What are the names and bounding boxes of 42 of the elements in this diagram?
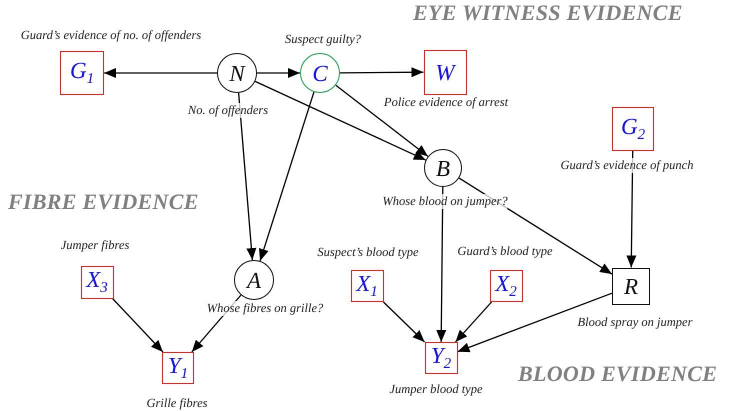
node-caption: Blood spray on jumper [578, 315, 692, 330]
variable-box: W [424, 50, 466, 94]
arrow [112, 298, 164, 352]
node-caption: Jumper blood type [389, 382, 483, 397]
node-caption: Police evidence of arrest [384, 95, 508, 110]
node-caption: Whose blood on jumper? [382, 194, 508, 209]
node-caption: Guard’s blood type [457, 244, 553, 259]
node-caption: Guard’s evidence of punch [560, 158, 694, 173]
arrow [238, 92, 256, 260]
arrow [257, 68, 300, 78]
arrow [626, 151, 636, 268]
variable-box: G$_{1}$ [60, 51, 104, 95]
variable-box: G$_{2}$ [612, 107, 654, 151]
arrow [457, 292, 612, 352]
variable-circle: B [424, 149, 462, 187]
node-caption: Guard’s evidence of no. of offenders [20, 28, 202, 43]
section-heading: BLOOD EVIDENCE [518, 361, 718, 387]
section-heading: EYE WITNESS EVIDENCE [413, 0, 683, 26]
variable-box: R [612, 268, 650, 304]
section-heading: FIBRE EVIDENCE [8, 189, 199, 215]
node-caption: Grille fibres [146, 396, 208, 411]
arrow [258, 92, 315, 262]
node-caption: Whose fibres on grille? [206, 301, 324, 316]
node-caption: Suspect’s blood type [317, 245, 419, 260]
variable-circle: C [300, 53, 340, 93]
variable-box: Y$_{2}$ [424, 342, 458, 374]
variable-box: Y$_{1}$ [162, 352, 194, 384]
variable-circle: A [234, 260, 274, 300]
variable-circle: N [217, 53, 257, 93]
variable-box: X$_{1}$ [350, 270, 384, 302]
arrow [335, 84, 428, 157]
variable-box: X$_{3}$ [80, 266, 114, 298]
variable-box: X$_{2}$ [490, 270, 522, 302]
arrow [436, 187, 446, 342]
node-caption: No. of offenders [188, 103, 268, 118]
node-caption: Suspect guilty? [284, 32, 362, 47]
arrow [104, 68, 217, 78]
arrow [254, 80, 426, 161]
arrow [454, 302, 492, 342]
arrow [340, 67, 424, 78]
node-caption: Jumper fibres [60, 238, 130, 253]
arrow [383, 302, 425, 342]
